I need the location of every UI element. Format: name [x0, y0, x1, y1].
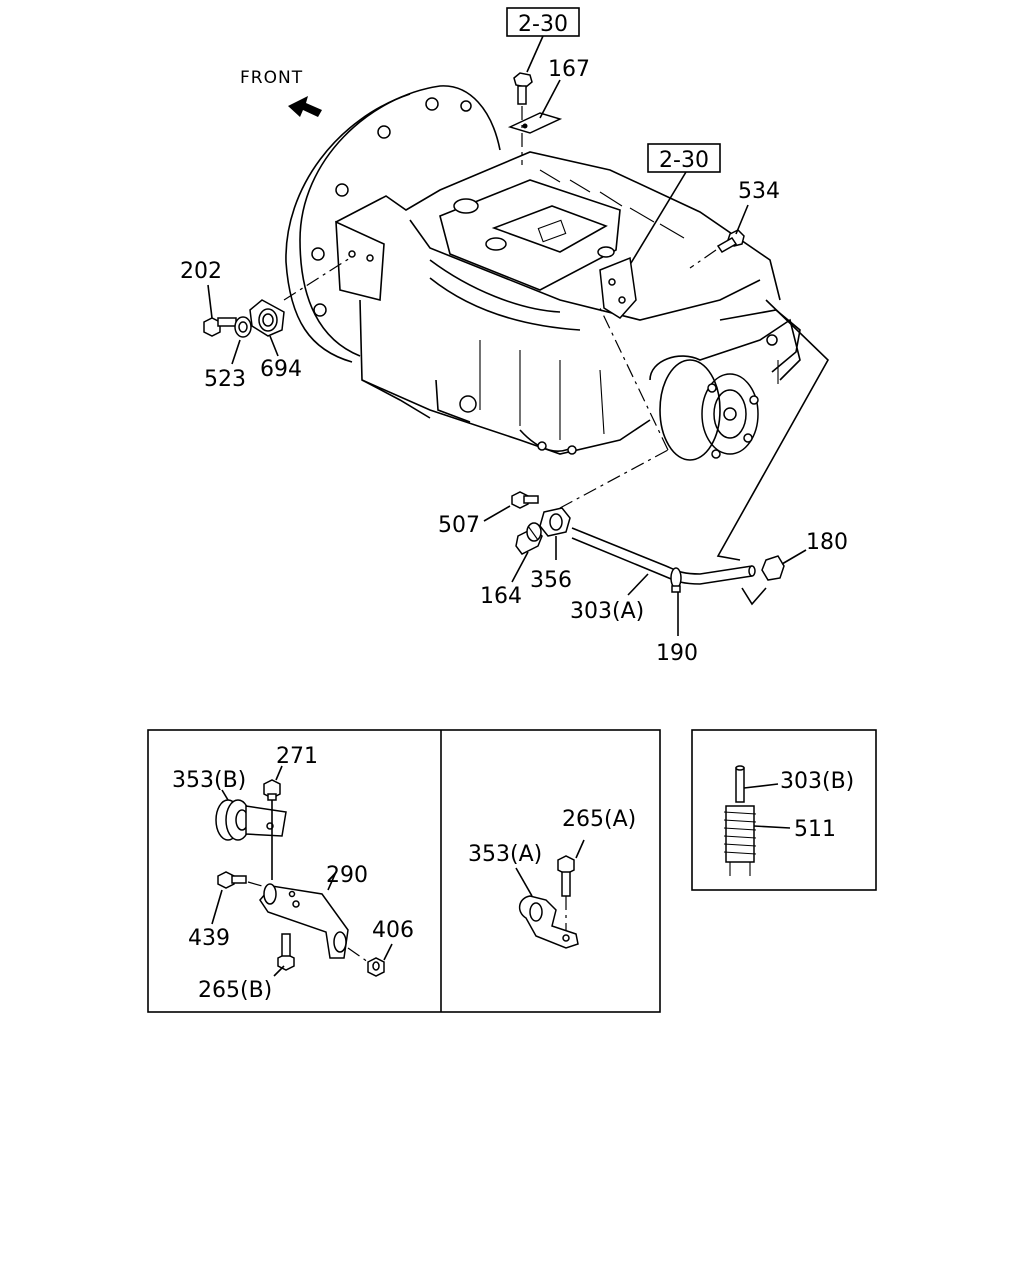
label-164: 164	[480, 584, 522, 609]
ref-box-mid[interactable]: 2-30	[647, 143, 721, 173]
fitting-356	[539, 507, 571, 537]
clip-190	[670, 567, 682, 593]
ref-box-top[interactable]: 2-30	[506, 7, 580, 37]
label-523: 523	[204, 367, 246, 392]
label-265a: 265(A)	[562, 807, 636, 832]
front-arrow-icon	[288, 96, 322, 117]
bolt-534	[689, 229, 745, 269]
bolt-507	[511, 491, 539, 509]
label-353a: 353(A)	[468, 842, 542, 867]
label-439: 439	[188, 926, 230, 951]
label-271: 271	[276, 744, 318, 769]
grommet-353b	[215, 799, 287, 841]
label-180: 180	[806, 530, 848, 555]
label-353b: 353(B)	[172, 768, 246, 793]
front-label: FRONT	[240, 68, 303, 88]
union-164	[515, 522, 543, 555]
washer-523	[234, 316, 252, 338]
label-406: 406	[372, 918, 414, 943]
label-202: 202	[180, 259, 222, 284]
label-290: 290	[326, 863, 368, 888]
clip-353a	[518, 895, 579, 949]
cap-180	[761, 555, 785, 581]
hose-303b-assembly	[723, 765, 757, 876]
label-507: 507	[438, 513, 480, 538]
transmission-housing	[285, 85, 801, 461]
label-694: 694	[260, 357, 302, 382]
seal-694	[249, 299, 285, 337]
nut-406	[367, 957, 385, 977]
bolt-439	[217, 871, 247, 889]
bracket-290	[259, 883, 349, 959]
bolt-265b	[277, 933, 295, 971]
nut-271	[263, 779, 281, 801]
detail-frame-left	[147, 729, 661, 1013]
label-190: 190	[656, 641, 698, 666]
detail-frame-right	[691, 729, 877, 891]
bolt-265a	[557, 855, 575, 897]
label-303a: 303(A)	[570, 599, 644, 624]
pipe-303a	[571, 527, 756, 585]
bolt-202	[203, 317, 237, 337]
ref-label-top: 2-30	[518, 12, 568, 37]
label-356: 356	[530, 568, 572, 593]
ref-label-mid: 2-30	[659, 148, 709, 173]
label-511: 511	[794, 817, 836, 842]
label-534: 534	[738, 179, 780, 204]
label-167: 167	[548, 57, 590, 82]
label-303b: 303(B)	[780, 769, 854, 794]
top-bolt-167-assembly	[507, 72, 563, 165]
label-265b: 265(B)	[198, 978, 272, 1003]
